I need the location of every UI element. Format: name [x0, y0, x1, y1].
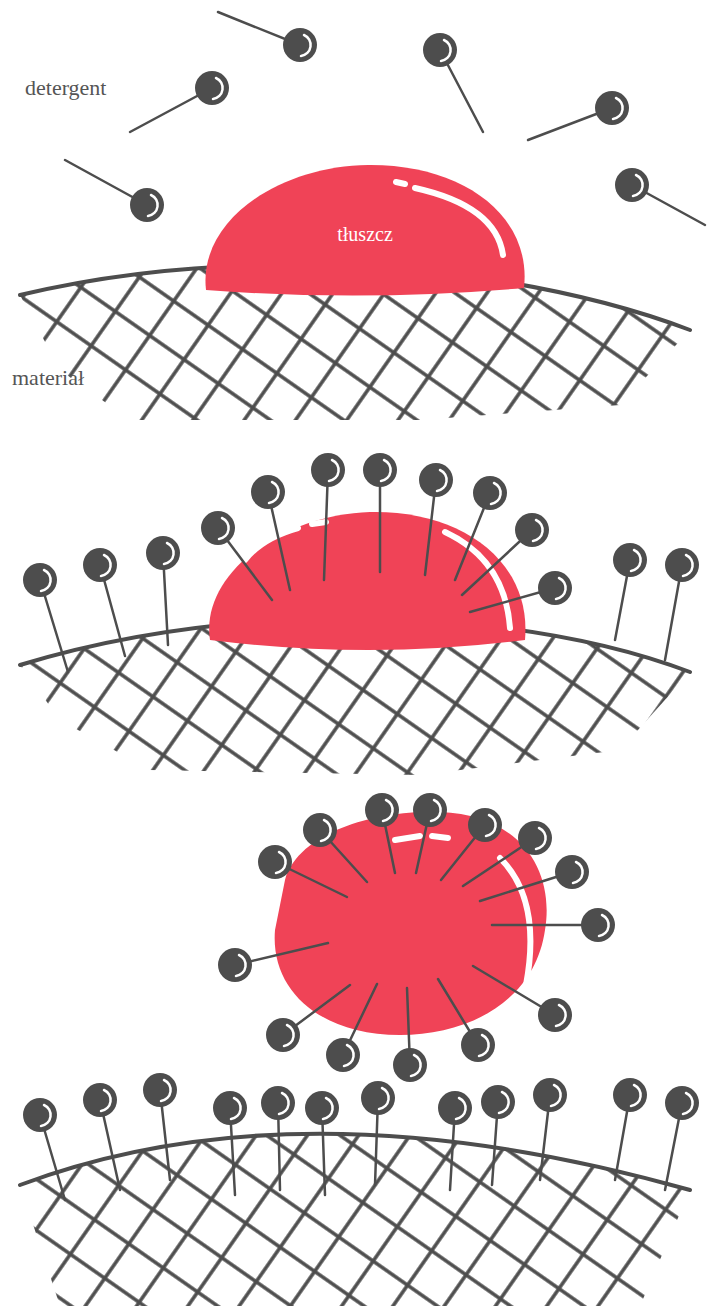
molecule-head — [665, 1086, 699, 1120]
molecule-head — [303, 813, 337, 847]
molecule-head — [130, 188, 164, 222]
molecule-head — [468, 808, 502, 842]
molecule-head — [515, 513, 549, 547]
molecule-head — [361, 1081, 395, 1115]
blob-fill — [205, 165, 524, 296]
molecule-head — [261, 1086, 295, 1120]
molecule-head — [538, 571, 572, 605]
molecule-head — [143, 1073, 177, 1107]
molecule-head — [326, 1038, 360, 1072]
molecule-head — [595, 91, 629, 125]
molecule-head — [533, 1078, 567, 1112]
blob-highlight — [396, 182, 503, 255]
blob-label: tłuszcz — [337, 215, 393, 246]
molecule-head — [473, 476, 507, 510]
molecule-head — [538, 998, 572, 1032]
molecule-head — [365, 793, 399, 827]
molecule-head — [146, 536, 180, 570]
molecule-head — [518, 821, 552, 855]
fat-blob: tłuszcz — [200, 160, 530, 300]
molecule-head — [555, 855, 589, 889]
molecule-head — [393, 1048, 427, 1082]
molecule-head — [83, 548, 117, 582]
molecule-head — [615, 168, 649, 202]
molecule-head — [665, 548, 699, 582]
fabric-mesh — [20, 1134, 690, 1306]
molecule-head — [481, 1085, 515, 1119]
molecule-head — [613, 1078, 647, 1112]
fat-blob — [275, 812, 547, 1035]
molecule-head — [23, 1098, 57, 1132]
part-label: materiał — [12, 365, 84, 391]
blob-highlight — [395, 836, 530, 985]
molecule-head — [23, 563, 57, 597]
molecule-head — [423, 33, 457, 67]
molecule-head — [363, 453, 397, 487]
fabric-edge — [20, 1134, 690, 1190]
molecule-head — [251, 475, 285, 509]
molecule-head — [461, 1028, 495, 1062]
molecule-head — [266, 1018, 300, 1052]
molecule-head — [438, 1091, 472, 1125]
molecule-head — [613, 543, 647, 577]
molecule-head — [213, 1091, 247, 1125]
molecule-head — [258, 845, 292, 879]
molecule-head — [305, 1091, 339, 1125]
molecule-head — [83, 1083, 117, 1117]
molecule-head — [419, 463, 453, 497]
molecule-head — [581, 908, 615, 942]
molecule-head — [218, 948, 252, 982]
molecule-head — [413, 793, 447, 827]
molecule-head — [311, 453, 345, 487]
molecule-head — [201, 511, 235, 545]
molecule-head — [283, 28, 317, 62]
molecule-head — [195, 71, 229, 105]
part-label: detergent — [25, 75, 106, 101]
